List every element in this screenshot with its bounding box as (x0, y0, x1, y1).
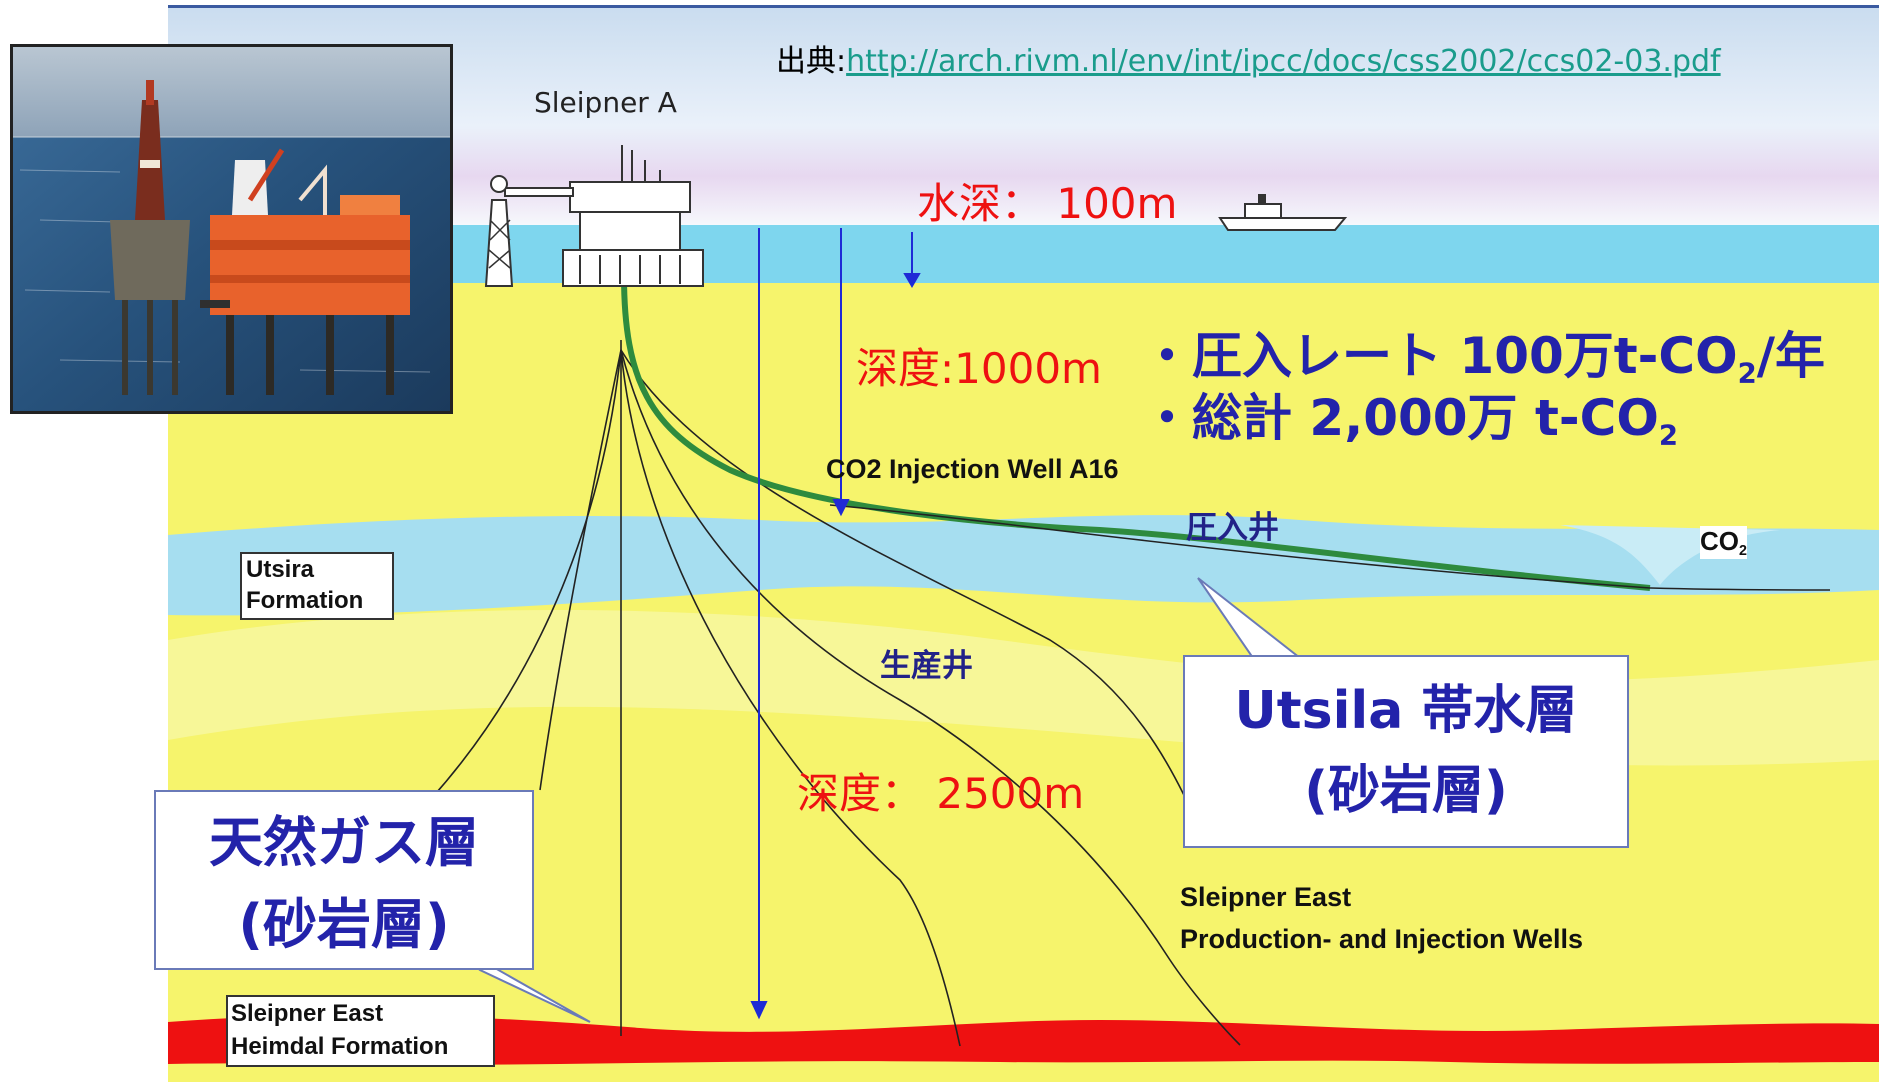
heimdal-line1: Sleipner East (231, 1000, 384, 1027)
injection-well-label: CO2 Injection Well A16 (826, 454, 1119, 484)
aquifer-callout-line1: Utsila 帯水層 (1234, 681, 1578, 741)
injection-rate-prefix: ・圧入レート 100万t-CO (1142, 327, 1738, 385)
co2-tag: CO2 (1700, 526, 1747, 559)
aquifer-callout: Utsila 帯水層 (砂岩層) (1183, 655, 1629, 848)
ship-icon (1218, 194, 1348, 231)
gas-callout: 天然ガス層 (砂岩層) (154, 790, 534, 970)
production-well-jp-label: 生産井 (880, 648, 973, 684)
source-citation: 出典:http://arch.rivm.nl/env/int/ipcc/docs… (776, 36, 1721, 80)
total-stat: ・総計 2,000万 t-CO2 (1142, 392, 1678, 451)
top-border (168, 5, 1879, 8)
source-link[interactable]: http://arch.rivm.nl/env/int/ipcc/docs/cs… (846, 44, 1721, 79)
sleipner-east-wells-label: Sleipner East Production- and Injection … (1180, 876, 1583, 960)
sleipner-east-wells-line1: Sleipner East (1180, 882, 1352, 912)
co2-tag-sub: 2 (1739, 543, 1747, 559)
sky-band (168, 5, 1879, 225)
injection-rate-sub: 2 (1737, 357, 1757, 390)
platform-label: Sleipner A (534, 86, 677, 119)
gas-callout-line2: (砂岩層) (238, 893, 450, 956)
utsira-formation-box: Utsira Formation (240, 552, 394, 620)
depth-1000-label: 深度:1000m (856, 344, 1102, 393)
source-prefix: 出典: (776, 44, 847, 79)
gas-callout-line1: 天然ガス層 (209, 811, 479, 874)
heimdal-gas-layer (168, 1015, 1879, 1065)
sleipner-east-wells-line2: Production- and Injection Wells (1180, 924, 1584, 954)
sea-water (168, 225, 1879, 283)
water-depth-label: 水深： 100m (917, 179, 1178, 228)
heimdal-formation-box: Sleipner East Heimdal Formation (226, 995, 495, 1067)
depth-2500-label: 深度： 2500m (797, 769, 1085, 818)
depth-arrows (750, 228, 921, 1020)
total-sub: 2 (1658, 419, 1678, 452)
injection-rate-suffix: /年 (1756, 327, 1826, 385)
platform-photo (10, 44, 453, 414)
co2-tag-main: CO (1700, 526, 1739, 556)
total-prefix: ・総計 2,000万 t-CO (1142, 389, 1659, 447)
injection-well-jp-label: 圧入井 (1186, 510, 1279, 546)
utsira-line1: Utsira (246, 556, 315, 583)
injection-well-tail (829, 504, 1831, 591)
utsira-line2: Formation (246, 587, 364, 614)
aquifer-callout-line2: (砂岩層) (1304, 761, 1508, 821)
injection-rate-stat: ・圧入レート 100万t-CO2/年 (1142, 330, 1825, 389)
utsira-aquifer (168, 515, 1879, 616)
sleipner-a-platform (484, 145, 704, 287)
heimdal-line2: Heimdal Formation (231, 1033, 449, 1060)
